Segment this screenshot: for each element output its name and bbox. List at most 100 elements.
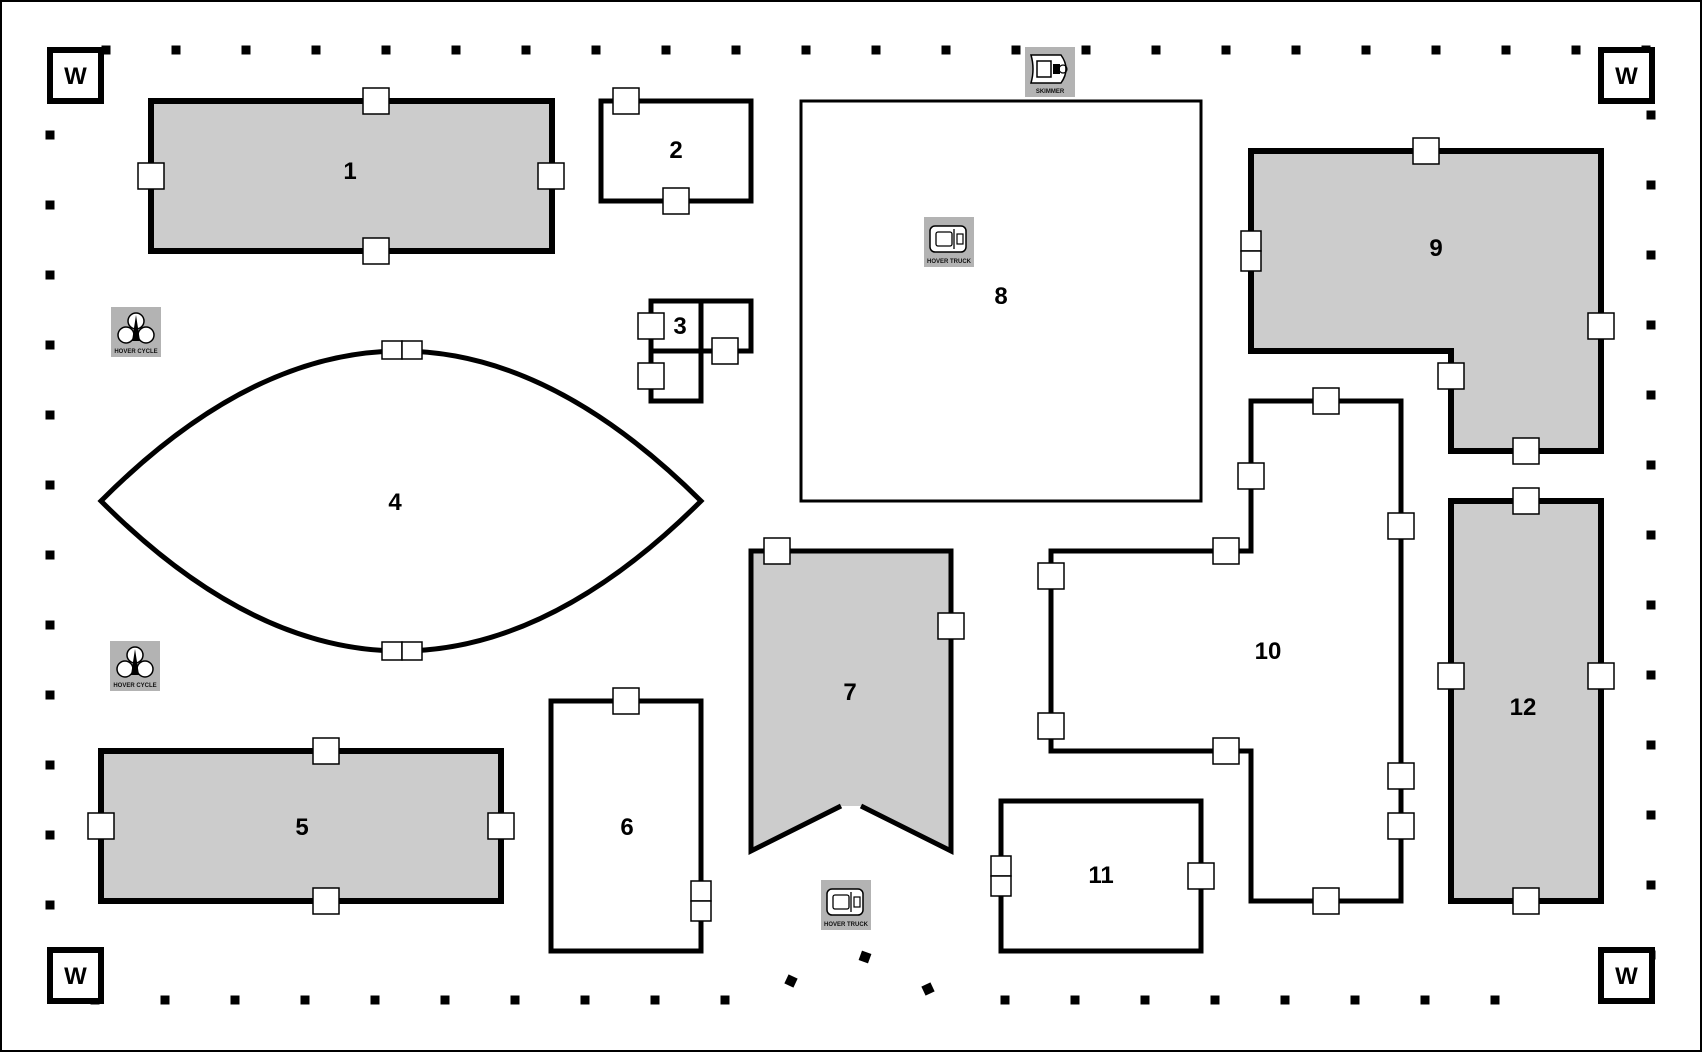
building-outline [799,99,1203,503]
door[interactable] [1587,312,1615,340]
door[interactable] [1512,487,1540,515]
fence-post [370,995,380,1005]
door[interactable] [990,875,1012,897]
door[interactable] [1240,250,1262,272]
unit-skimmer[interactable]: SKIMMER [1025,47,1075,97]
door[interactable] [1437,662,1465,690]
fence-post [731,45,741,55]
fence-post [171,45,181,55]
corner-marker-bottom-right[interactable]: W [1598,947,1655,1004]
corner-marker-box [1598,47,1655,104]
door[interactable] [690,900,712,922]
building-5[interactable]: 5 [87,737,515,915]
door[interactable] [1187,862,1215,890]
building-label: 2 [669,137,682,164]
fence-post [1646,810,1656,820]
building-2[interactable]: 2 [598,87,754,215]
door[interactable] [612,87,640,115]
door[interactable] [1312,387,1340,415]
fence-post [381,45,391,55]
fence-post [871,45,881,55]
door[interactable] [637,312,665,340]
fence-post [45,690,55,700]
corner-marker-top-right[interactable]: W [1598,47,1655,104]
entry-arc-dot [858,950,872,964]
fence-post [1210,995,1220,1005]
fence-post [941,45,951,55]
door[interactable] [612,687,640,715]
building-label: 6 [620,814,633,841]
door[interactable] [1312,887,1340,915]
door[interactable] [1437,362,1465,390]
fence-post [45,270,55,280]
door[interactable] [1512,437,1540,465]
door[interactable] [401,340,423,360]
door[interactable] [1512,887,1540,915]
corner-marker-top-left[interactable]: W [47,47,104,104]
door[interactable] [662,187,690,215]
fence-post [580,995,590,1005]
unit-hover-cycle[interactable]: HOVER CYCLE [111,307,161,357]
building-12[interactable]: 12 [1437,487,1615,915]
door[interactable] [312,737,340,765]
building-1[interactable]: 1 [137,87,565,265]
building-3[interactable]: 3 [637,298,754,404]
unit-hover-truck[interactable]: HOVER TRUCK [924,217,974,267]
door[interactable] [537,162,565,190]
building-label: 5 [295,814,308,841]
door[interactable] [1037,712,1065,740]
door[interactable] [487,812,515,840]
building-6[interactable]: 6 [548,687,712,954]
building-outline [548,698,704,954]
door[interactable] [87,812,115,840]
door[interactable] [1237,462,1265,490]
door[interactable] [763,537,791,565]
door[interactable] [1387,512,1415,540]
door[interactable] [1387,812,1415,840]
building-8[interactable]: 8 [799,99,1203,503]
corner-marker-bottom-left[interactable]: W [47,947,104,1004]
door[interactable] [401,641,423,661]
door[interactable] [381,641,403,661]
door[interactable] [637,362,665,390]
building-4[interactable]: 4 [97,340,705,661]
fence-post [510,995,520,1005]
hover-cycle-icon [116,646,154,678]
door[interactable] [312,887,340,915]
building-label: 12 [1510,694,1537,721]
fence-post [101,45,111,55]
fence-post [45,130,55,140]
door[interactable] [937,612,965,640]
door[interactable] [1240,230,1262,252]
fence-post [1646,250,1656,260]
door[interactable] [1212,537,1240,565]
corner-marker-label: W [1615,963,1638,990]
unit-hover-cycle[interactable]: HOVER CYCLE [110,641,160,691]
door[interactable] [137,162,165,190]
fence-post [160,995,170,1005]
building-9[interactable]: 9 [1240,137,1615,465]
door[interactable] [1387,762,1415,790]
door[interactable] [362,237,390,265]
unit-hover-truck[interactable]: HOVER TRUCK [821,880,871,930]
building-7[interactable]: 7 [748,537,965,856]
fence-post [1011,45,1021,55]
door[interactable] [990,855,1012,877]
building-11[interactable]: 11 [990,798,1215,954]
perimeter-fence [45,45,1656,1005]
door[interactable] [1037,562,1065,590]
door[interactable] [711,337,739,365]
building-10[interactable]: 10 [1037,387,1415,915]
fence-post [45,620,55,630]
building-outline [648,298,754,404]
door[interactable] [1587,662,1615,690]
door[interactable] [1212,737,1240,765]
corner-marker-label: W [1615,63,1638,90]
door[interactable] [381,340,403,360]
unit-label: HOVER TRUCK [824,922,869,928]
door[interactable] [690,880,712,902]
door[interactable] [1412,137,1440,165]
fence-post [661,45,671,55]
fence-post [1646,180,1656,190]
door[interactable] [362,87,390,115]
